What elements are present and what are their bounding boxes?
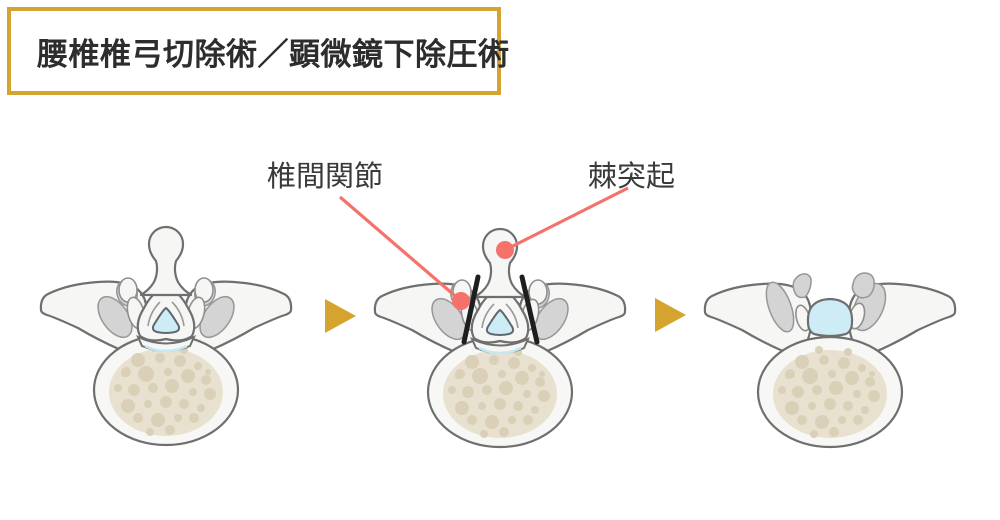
step-arrow-right-icon-1 xyxy=(325,299,356,333)
facet-joint-label: 椎間関節 xyxy=(267,159,384,193)
procedure-title: 腰椎椎弓切除術／顕微鏡下除圧術 xyxy=(37,36,510,73)
title-box: 腰椎椎弓切除術／顕微鏡下除圧術 xyxy=(7,7,509,95)
vertebra-after-laminectomy xyxy=(702,271,958,452)
vertebra-surgical-plan xyxy=(372,227,628,452)
spinous-process-label: 棘突起 xyxy=(588,159,676,193)
vertebra-before xyxy=(38,225,294,450)
step-arrow-right-icon-2 xyxy=(655,298,686,332)
